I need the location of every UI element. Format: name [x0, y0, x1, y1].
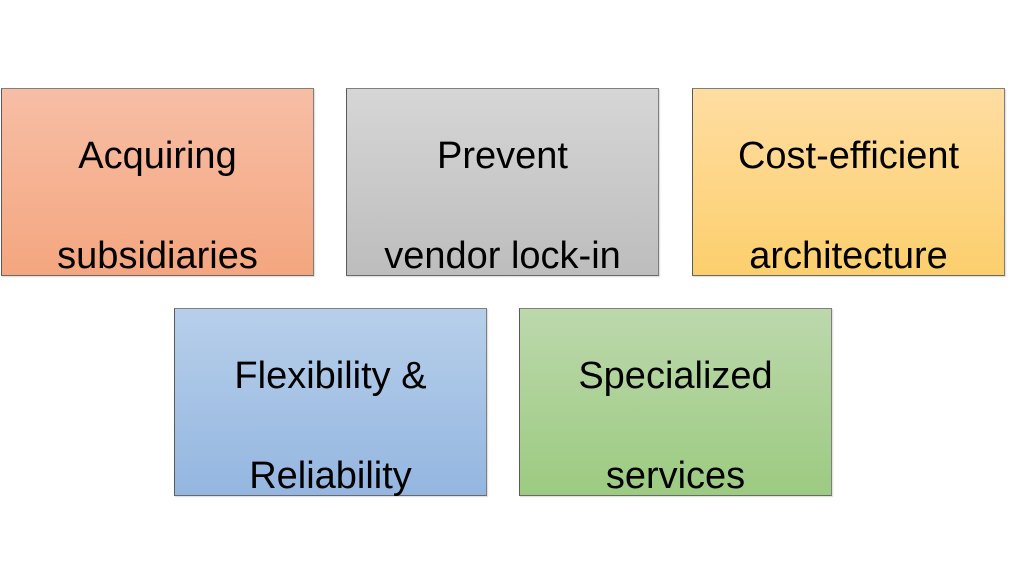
box-label-line-2: vendor lock-in: [384, 235, 621, 277]
box-specialized-services: Specialized services: [519, 308, 832, 497]
box-label-line-1: Specialized: [578, 355, 773, 397]
box-label-line-1: Prevent: [437, 135, 568, 177]
box-label: Specialized services: [578, 301, 772, 501]
box-cost-efficient-architecture: Cost-efficient architecture: [692, 88, 1005, 277]
box-label-line-1: Cost-efficient: [737, 135, 960, 177]
box-label-line-1: Flexibility &: [234, 355, 427, 397]
box-prevent-vendor-lock-in: Prevent vendor lock-in: [346, 88, 659, 277]
box-acquiring-subsidiaries: Acquiring subsidiaries: [1, 88, 314, 277]
box-label-line-2: architecture: [749, 235, 948, 277]
box-label: Cost-efficient architecture: [738, 81, 959, 281]
box-label: Acquiring subsidiaries: [57, 81, 258, 281]
box-label: Prevent vendor lock-in: [384, 81, 621, 281]
box-flexibility-reliability: Flexibility & Reliability: [174, 308, 487, 497]
box-label: Flexibility & Reliability: [234, 301, 426, 501]
box-label-line-2: Reliability: [249, 455, 412, 497]
box-label-line-2: subsidiaries: [57, 235, 258, 277]
box-label-line-1: Acquiring: [78, 135, 237, 177]
box-label-line-2: services: [605, 455, 746, 497]
